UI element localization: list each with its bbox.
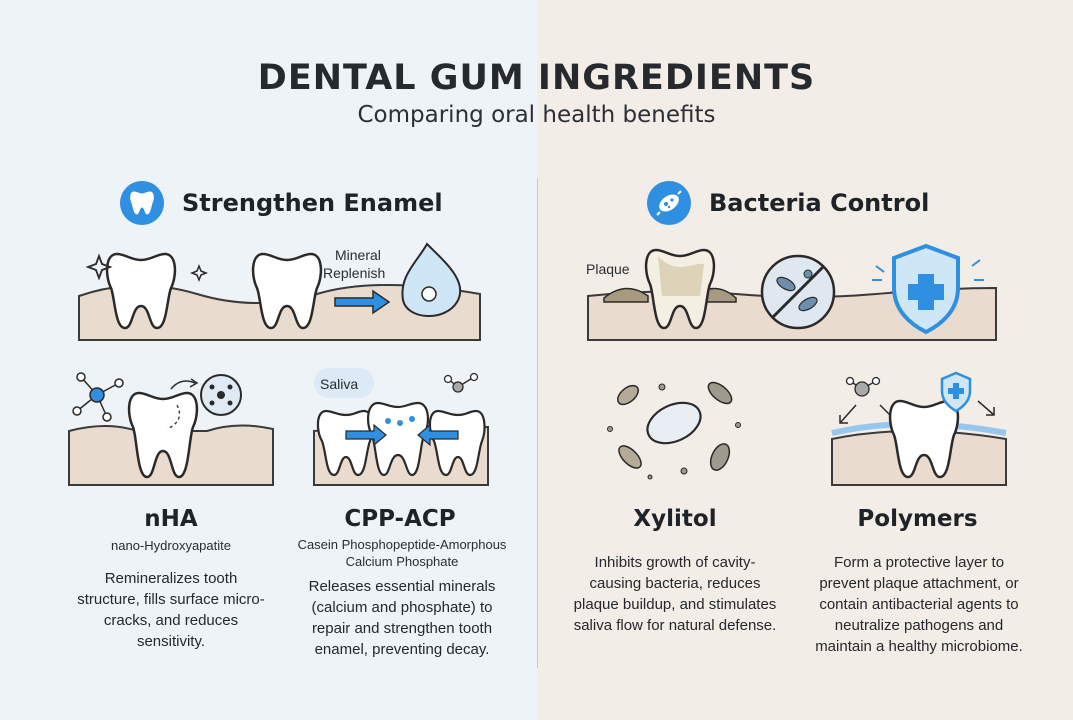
molecule-icon xyxy=(845,376,881,397)
polymers-illustration xyxy=(831,371,1007,486)
left-panel-background xyxy=(0,0,537,720)
page-title: DENTAL GUM INGREDIENTS xyxy=(257,58,816,98)
tooth-icon xyxy=(127,391,199,479)
bacteria-icon xyxy=(647,181,691,225)
cpp-description: Releases essential minerals (calcium and… xyxy=(308,578,496,658)
sparkle-icon xyxy=(85,253,113,281)
section-header-bacteria: Bacteria Control xyxy=(647,180,929,226)
nha-illustration xyxy=(68,372,274,486)
molecule-icon xyxy=(443,372,479,393)
polymers-description: Form a protective layer to prevent plaqu… xyxy=(815,554,1023,655)
tooth-icon xyxy=(251,252,323,330)
mineral-label-line1: Mineral xyxy=(335,247,381,263)
gum-pellet-icon xyxy=(646,401,702,445)
nha-full-name: nano-Hydroxyapatite xyxy=(111,538,231,553)
arrow-right-icon xyxy=(345,423,387,447)
xylitol-description: Inhibits growth of cavity-causing bacter… xyxy=(573,554,777,634)
water-drop-icon xyxy=(401,242,462,317)
plaque-label: Plaque xyxy=(586,261,630,277)
cpp-title: CPP-ACP xyxy=(344,506,456,532)
molecule-icon xyxy=(72,372,124,422)
arrow-right-icon xyxy=(334,289,391,315)
section-title-bacteria: Bacteria Control xyxy=(709,189,930,217)
sparkle-icon xyxy=(189,263,209,283)
tooth-icon xyxy=(316,409,374,477)
section-header-enamel: Strengthen Enamel xyxy=(120,180,443,226)
tooth-icon xyxy=(888,399,960,479)
section-title-enamel: Strengthen Enamel xyxy=(182,189,443,217)
cpp-full-name: Casein Phosphopeptide-Amorphous Calcium … xyxy=(297,537,507,569)
saliva-label: Saliva xyxy=(320,376,358,392)
nha-title: nHA xyxy=(144,506,198,532)
mineral-label-line2: Replenish xyxy=(323,265,385,281)
arrow-left-icon xyxy=(417,423,459,447)
xylitol-illustration xyxy=(607,381,741,480)
tooth-icon xyxy=(105,252,177,330)
enamel-banner-illustration: Mineral Replenish xyxy=(78,242,481,341)
polymers-title: Polymers xyxy=(857,506,978,532)
tooth-icon xyxy=(120,181,164,225)
tooth-icon xyxy=(428,409,486,477)
nha-description: Remineralizes tooth structure, fills sur… xyxy=(77,570,265,650)
xylitol-title: Xylitol xyxy=(633,506,717,532)
cpp-illustration: Saliva xyxy=(313,368,489,486)
right-panel-background xyxy=(537,0,1073,720)
page-subtitle: Comparing oral health benefits xyxy=(357,102,716,128)
panel-divider xyxy=(537,178,538,668)
bacteria-banner-illustration: Plaque xyxy=(586,243,997,341)
bacteria-icon xyxy=(607,381,741,480)
